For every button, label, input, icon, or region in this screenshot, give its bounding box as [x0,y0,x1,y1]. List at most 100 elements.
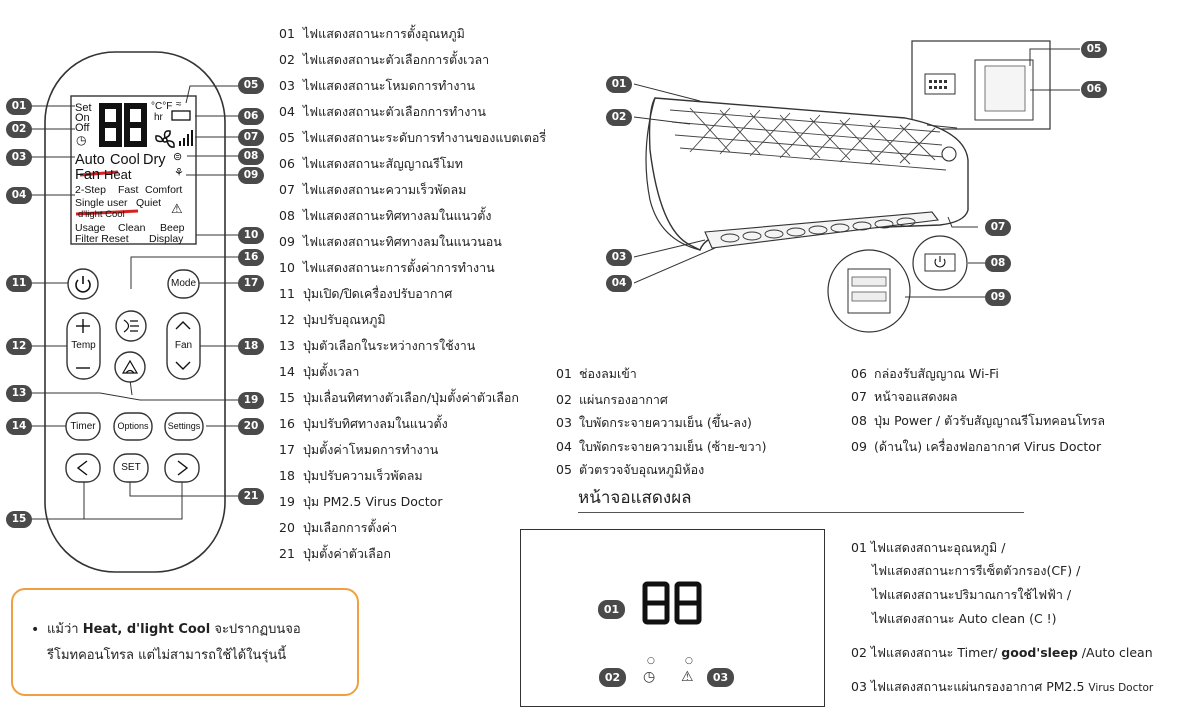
fan-button[interactable]: Fan [174,340,193,351]
lcd-quiet: Quiet [136,197,162,209]
display-legend-02-post: /Auto clean [1077,645,1153,660]
lcd-clean: Clean [118,222,146,234]
legend-text: ปุ่มเปิด/ปิดเครื่องปรับอากาศ [303,286,453,301]
temp-button[interactable]: Temp [71,340,96,351]
display-legend-02: 02 ไฟแสดงสถานะ Timer/ good'sleep /Auto c… [851,646,1153,660]
legend-num: 09 [851,439,867,454]
callout-06: 06 [238,108,264,125]
mode-button[interactable]: Mode [170,278,196,289]
display-legend-01d: ไฟแสดงสถานะ Auto clean (C !) [872,611,1057,626]
lcd-fast: Fast [118,184,139,196]
signal-icon: ≈ [176,99,182,110]
legend-text: ปุ่ม Power / ตัวรับสัญญาณรีโมทคอนโทรล [874,413,1106,428]
lcd-mode-dry: Dry [143,152,166,168]
display-digits [641,580,705,630]
legend-text: ไฟแสดงสถานะความเร็วพัดลม [303,182,467,197]
display-heading: หน้าจอแสดงผล [578,488,692,508]
timer-clock-icon: ◷ [76,133,87,147]
legend-text: (ด้านใน) เครื่องฟอกอากาศ Virus Doctor [874,439,1102,454]
legend-num: 14 [279,364,295,379]
legend-num: 02 [279,52,295,67]
callout-13: 13 [6,385,32,402]
legend-num: 04 [279,104,295,119]
legend-text: แผ่นกรองอากาศ [579,392,668,407]
legend-num: 06 [279,156,295,171]
lcd-on: On [75,112,90,124]
legend-text: ไฟแสดงสถานะระดับการทำงานของแบตเตอรี่ [303,130,547,145]
legend-num: 21 [279,546,295,561]
vertical-swing-icon: ⊜ [173,151,183,163]
unit-callout-08: 08 [985,255,1011,272]
legend-num: 05 [279,130,295,145]
display-callout-01: 01 [598,600,625,619]
legend-num: 03 [556,415,572,430]
legend-text: ปุ่มตัวเลือกในระหว่างการใช้งาน [303,338,476,353]
legend-text: ใบพัดกระจายความเย็น (ขึ้น-ลง) [579,415,752,430]
legend-num: 15 [279,390,295,405]
display-legend-03-post: Virus Doctor [1088,682,1154,694]
lcd-dlight-cool: d'light Cool [78,209,125,220]
callout-16: 16 [238,249,264,266]
legend-num: 06 [851,366,867,381]
pm25-filter-icon: ⚠ [681,669,694,685]
legend-num: 08 [851,413,867,428]
unit-callout-04: 04 [606,275,632,292]
display-legend-01a: 01 ไฟแสดงสถานะอุณหภูมิ / [851,540,1006,555]
lcd-mode-auto: Auto [75,152,105,168]
legend-num: 05 [556,462,572,477]
unit-callout-09: 09 [985,289,1011,306]
lcd-usage: Usage [75,222,106,234]
unit-callout-06: 06 [1081,81,1107,98]
note-line1: แม้ว่า Heat, d'light Cool จะปรากฏบนจอ [47,623,301,637]
lcd-mode-cool: Cool [110,152,140,168]
timer-button[interactable]: Timer [70,421,96,432]
legend-text: ปุ่มเลื่อนทิศทางตัวเลือก/ปุ่มตั้งค่าตัวเ… [303,390,519,405]
legend-num: 16 [279,416,295,431]
lcd-filter-reset: Filter Reset [75,233,129,245]
legend-text: ปุ่มปรับความเร็วพัดลม [303,468,423,483]
goodsleep-label: good'sleep [1001,645,1078,660]
display-legend-02-pre: 02 ไฟแสดงสถานะ Timer/ [851,645,1002,660]
set-button[interactable]: SET [121,462,141,473]
display-callout-03: 03 [707,668,734,687]
options-button[interactable]: Options [117,421,149,431]
display-digits-shape [642,581,702,625]
note-line1-bold: Heat, d'light Cool [82,622,211,637]
lcd-mode-fan: Fan [75,167,100,183]
legend-text: ปุ่มปรับทิศทางลมในแนวตั้ง [303,416,448,431]
display-panel: ○ ◷ ○ ⚠ [520,529,825,707]
settings-button[interactable]: Settings [167,421,201,431]
legend-num: 13 [279,338,295,353]
note-line2: รีโมทคอนโทรล แต่ไม่สามารถใช้ได้ในรุ่นนี้ [47,648,287,663]
callout-08: 08 [238,148,264,165]
legend-text: ปุ่ม PM2.5 Virus Doctor [303,494,443,509]
lcd-2step: 2-Step [75,184,106,196]
lcd-comfort: Comfort [145,184,183,196]
legend-num: 07 [279,182,295,197]
pm25-dot-icon: ○ [685,656,693,666]
note-line1-post: จะปรากฏบนจอ [210,622,301,637]
legend-num: 01 [279,26,295,41]
lcd-set: Set [75,102,92,114]
legend-text: กล่องรับสัญญาณ Wi-Fi [874,366,999,381]
legend-num: 19 [279,494,295,509]
callout-10: 10 [238,227,264,244]
note-bullet: • [31,622,40,638]
remote-lcd-screen [70,95,197,245]
note-line1-pre: แม้ว่า [47,622,83,637]
legend-text: ไฟแสดงสถานะทิศทางลมในแนวตั้ง [303,208,492,223]
legend-text: ปุ่มเลือกการตั้งค่า [303,520,398,535]
display-legend-01c: ไฟแสดงสถานะปริมาณการใช้ไฟฟ้า / [872,587,1072,602]
legend-text: ไฟแสดงสถานะทิศทางลมในแนวนอน [303,234,502,249]
lcd-single-user: Single user [75,197,128,209]
unit-callout-05: 05 [1081,41,1107,58]
legend-text: ไฟแสดงสถานะตัวเลือกการตั้งเวลา [303,52,490,67]
legend-text: ไฟแสดงสถานะการตั้งอุณหภูมิ [303,26,465,41]
legend-text: ปุ่มตั้งค่าโหมดการทำงาน [303,442,439,457]
callout-14: 14 [6,418,32,435]
legend-num: 10 [279,260,295,275]
callout-11: 11 [6,275,32,292]
legend-text: ปุ่มปรับอุณหภูมิ [303,312,386,327]
legend-num: 07 [851,389,867,404]
